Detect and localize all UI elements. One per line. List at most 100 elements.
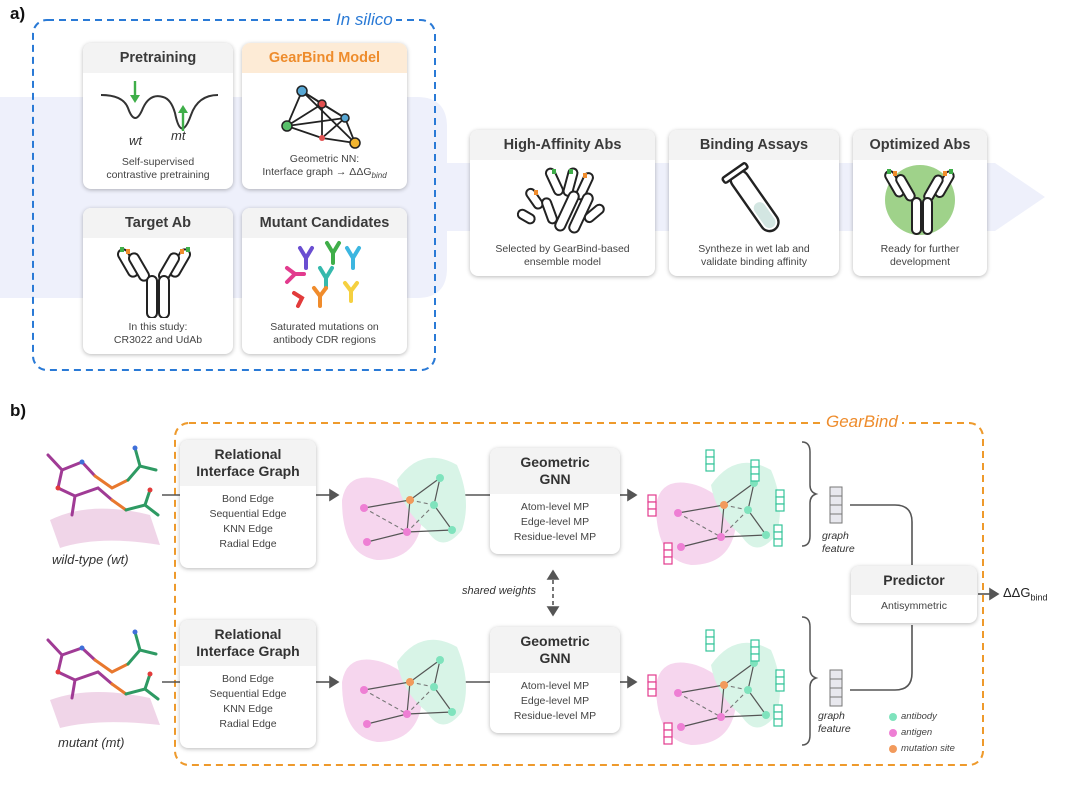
shared-weights-arrow [546, 569, 560, 617]
mp-level: Atom-level MP [520, 680, 590, 692]
graph-mt-output [647, 629, 785, 745]
test-tube-icon [721, 162, 780, 233]
edge-type: Radial Edge [219, 538, 277, 550]
antibody-icon [117, 247, 191, 318]
mp-level: Edge-level MP [520, 695, 590, 707]
desc-line: Syntheze in wet lab and [698, 243, 810, 255]
legend-antigen: antigen [889, 727, 932, 738]
gearbind-region-label: GearBind [822, 412, 902, 432]
interface-graphs [342, 449, 785, 745]
desc-line: Saturated mutations on [270, 321, 379, 333]
desc-line: Ready for further [880, 243, 960, 255]
edge-type: Radial Edge [219, 718, 277, 730]
brace-bottom [801, 616, 819, 746]
card-description: Ready for further development [857, 243, 983, 269]
card-binding-assays: Binding Assays Syntheze in wet lab and v… [669, 130, 839, 276]
edge-type-list: Bond Edge Sequential Edge KNN Edge Radia… [180, 666, 316, 732]
mutant-label: mutant (mt) [58, 735, 125, 750]
predictor-title: Predictor [851, 566, 977, 595]
card-title: GearBind Model [242, 43, 407, 73]
feature-vector-bottom [829, 669, 843, 707]
card-mutant-candidates: Mutant Candidates Saturated mutations on… [242, 208, 407, 354]
card-title: Optimized Abs [853, 130, 987, 160]
legend-label: antibody [901, 711, 937, 722]
mutant-structure [46, 629, 160, 728]
wild-type-structure [46, 445, 160, 548]
ddg-output: ΔΔGbind [1003, 585, 1048, 603]
feature-vector-top [829, 486, 843, 524]
graph-wt-input [342, 457, 466, 560]
desc-line: antibody CDR regions [273, 334, 376, 346]
edge-type: Bond Edge [222, 673, 274, 685]
mp-level: Residue-level MP [513, 531, 597, 543]
edge-type: Bond Edge [222, 493, 274, 505]
legend-label: antigen [901, 727, 933, 738]
wt-well-label: wt [129, 133, 142, 148]
legend-mutation-site: mutation site [889, 743, 955, 754]
graph-wt-output [647, 449, 785, 565]
desc-line: Selected by GearBind-based [495, 243, 630, 255]
desc-line: development [889, 256, 951, 268]
panel-b-label: b) [10, 401, 27, 420]
predictor-box: Predictor Antisymmetric [851, 566, 977, 623]
in-silico-region [32, 19, 436, 371]
card-title: Target Ab [83, 208, 233, 238]
antibody-swatch [889, 712, 897, 721]
desc-line: validate binding affinity [700, 256, 808, 268]
desc-line: contrastive pretraining [106, 169, 210, 181]
desc-line: Geometric NN: [289, 152, 360, 165]
mp-level: Atom-level MP [520, 501, 590, 513]
mt-well-label: mt [171, 128, 186, 143]
ddg-subscript: bind [1030, 592, 1048, 603]
legend-antibody: antibody [889, 711, 937, 722]
desc-line: In this study: [128, 321, 188, 333]
antibody-variants-icon [285, 241, 361, 308]
card-title: High-Affinity Abs [470, 130, 655, 160]
card-title: Mutant Candidates [242, 208, 407, 238]
shared-weights-label: shared weights [462, 585, 536, 597]
gearbind-region [174, 422, 984, 766]
card-description: In this study: CR3022 and UdAb [87, 321, 229, 347]
desc-line: Interface graph → ΔΔG [262, 165, 372, 178]
card-high-affinity-abs: High-Affinity Abs Selected by GearBind-b… [470, 130, 655, 276]
graph-network-icon [281, 85, 361, 149]
desc-line: CR3022 and UdAb [113, 334, 203, 346]
wild-type-label: wild-type (wt) [52, 552, 129, 567]
in-silico-label: In silico [333, 10, 396, 30]
legend-label: mutation site [901, 743, 955, 754]
mp-level-list: Atom-level MP Edge-level MP Residue-leve… [490, 673, 620, 724]
edge-type: KNN Edge [223, 523, 273, 535]
mp-level: Residue-level MP [513, 710, 597, 722]
panel-a-label: a) [10, 4, 26, 23]
ddg-symbol: ΔΔG [1003, 585, 1031, 600]
mutation-site-swatch [889, 744, 897, 753]
desc-line: ensemble model [523, 256, 602, 268]
card-optimized-abs: Optimized Abs Ready for further developm… [853, 130, 987, 276]
desc-subscript: bind [371, 171, 387, 180]
energy-wells-icon [100, 81, 219, 131]
edge-type: KNN Edge [223, 703, 273, 715]
card-title: Pretraining [83, 43, 233, 73]
brace-top [801, 441, 819, 547]
predictor-property: Antisymmetric [881, 600, 947, 612]
antibody-pile-icon [516, 167, 605, 234]
mp-level-list: Atom-level MP Edge-level MP Residue-leve… [490, 494, 620, 545]
card-description: Geometric NN: Interface graph → ΔΔGbind [246, 153, 403, 182]
edge-type-list: Bond Edge Sequential Edge KNN Edge Radia… [180, 486, 316, 552]
edge-type: Sequential Edge [209, 508, 287, 520]
card-description: Syntheze in wet lab and validate binding… [673, 243, 835, 269]
edge-type: Sequential Edge [209, 688, 287, 700]
optimized-antibody-icon [884, 165, 955, 235]
mp-level: Edge-level MP [520, 516, 590, 528]
graph-mt-input [342, 639, 466, 742]
